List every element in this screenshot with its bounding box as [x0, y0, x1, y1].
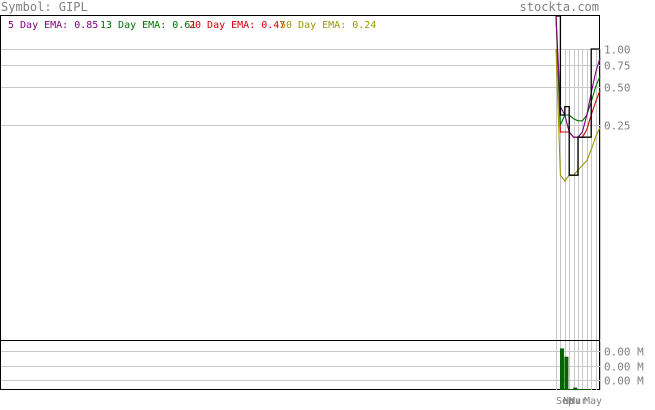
x-tick-label: Nov: [563, 396, 581, 406]
volume-bar: [560, 348, 564, 390]
volume-grid: [1, 351, 600, 381]
volume-tick-label: 0.00 M: [604, 346, 644, 359]
y-tick-label: 0.75: [604, 60, 631, 73]
volume-bar: [564, 356, 569, 390]
volume-bar: [582, 389, 586, 390]
volume-panel-frame: [0, 340, 600, 390]
price-panel-frame: [0, 15, 600, 341]
volume-tick-labels: 0.00 M0.00 M0.00 M: [604, 346, 644, 388]
volume-bar: [568, 389, 573, 390]
symbol-label: Symbol: GIPL: [1, 0, 88, 14]
legend-item: 5 Day EMA: 0.85: [8, 20, 98, 31]
legend-item: 50 Day EMA: 0.24: [280, 20, 376, 31]
legend-item: 13 Day EMA: 0.61: [100, 20, 196, 31]
volume-bar: [573, 387, 578, 391]
series-line-price: [556, 15, 600, 176]
x-tick-label: Sep: [556, 396, 574, 406]
x-tick-label: Mar: [569, 396, 587, 406]
volume-tick-label: 0.00 M: [604, 361, 644, 374]
y-tick-label: 0.25: [604, 120, 631, 133]
y-tick-label: 0.50: [604, 82, 631, 95]
legend-item: 20 Day EMA: 0.47: [189, 20, 285, 31]
volume-bar: [577, 389, 582, 390]
price-series: [555, 15, 601, 182]
series-line-ema13: [555, 15, 601, 126]
y-tick-labels: 1.00 0.75 0.50 0.25: [604, 44, 631, 133]
price-grid: [1, 49, 600, 126]
watermark: stockta.com: [520, 0, 599, 14]
volume-bar: [586, 389, 591, 390]
volume-tick-label: 0.00 M: [604, 375, 644, 388]
y-tick-label: 1.00: [604, 44, 631, 57]
x-grid: [556, 49, 601, 390]
x-tick-label: May: [584, 396, 602, 406]
volume-bars: [560, 348, 591, 391]
